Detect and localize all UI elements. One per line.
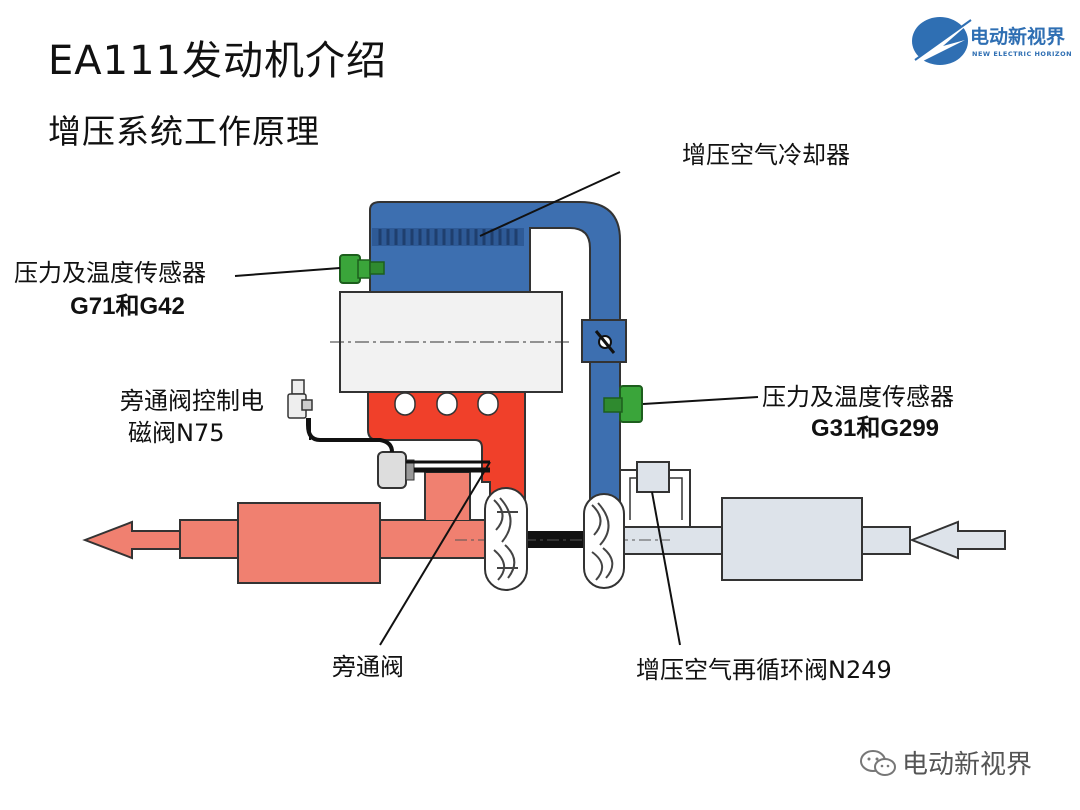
logo-text-cn: 电动新视界 — [970, 26, 1066, 48]
page-title: EA111发动机介绍 — [48, 38, 387, 84]
wastegate-actuator — [306, 418, 490, 489]
label-recirc-valve: 增压空气再循环阀N249 — [636, 656, 892, 684]
sensor-g31-g299 — [603, 385, 643, 423]
page-subtitle: 增压系统工作原理 — [48, 112, 320, 151]
label-n75-line1: 旁通阀控制电 — [120, 387, 264, 415]
turbine-wheel — [484, 487, 528, 591]
wechat-icon — [860, 750, 896, 776]
exhaust-pipe — [82, 471, 491, 584]
label-sensor-left-code: G71和G42 — [70, 293, 185, 320]
label-charge-air-cooler: 增压空气冷却器 — [682, 141, 850, 169]
label-bypass-valve: 旁通阀 — [332, 653, 404, 681]
exhaust-outlet-arrow — [82, 520, 181, 560]
compressor-wheel — [583, 493, 625, 589]
brand-logo-icon — [909, 17, 975, 68]
label-n75-line2: 磁阀N75 — [128, 419, 225, 447]
engine-block — [330, 291, 572, 393]
n75-solenoid-valve — [287, 379, 313, 419]
sensor-g71-g42 — [339, 254, 385, 284]
recirc-valve-body — [636, 461, 670, 493]
exhaust-manifold — [367, 389, 526, 521]
throttle-valve — [581, 319, 627, 363]
leader-lines — [234, 171, 759, 646]
air-inlet-arrow — [909, 520, 1006, 560]
watermark-text: 电动新视界 — [902, 750, 1033, 780]
label-sensor-right-name: 压力及温度传感器 — [762, 383, 954, 411]
label-sensor-right-code: G31和G299 — [810, 415, 940, 442]
fresh-air-intake — [619, 469, 1006, 581]
logo-text-en: NEW ELECTRIC HORIZON — [972, 50, 1073, 58]
label-sensor-left-name: 压力及温度传感器 — [14, 259, 206, 287]
